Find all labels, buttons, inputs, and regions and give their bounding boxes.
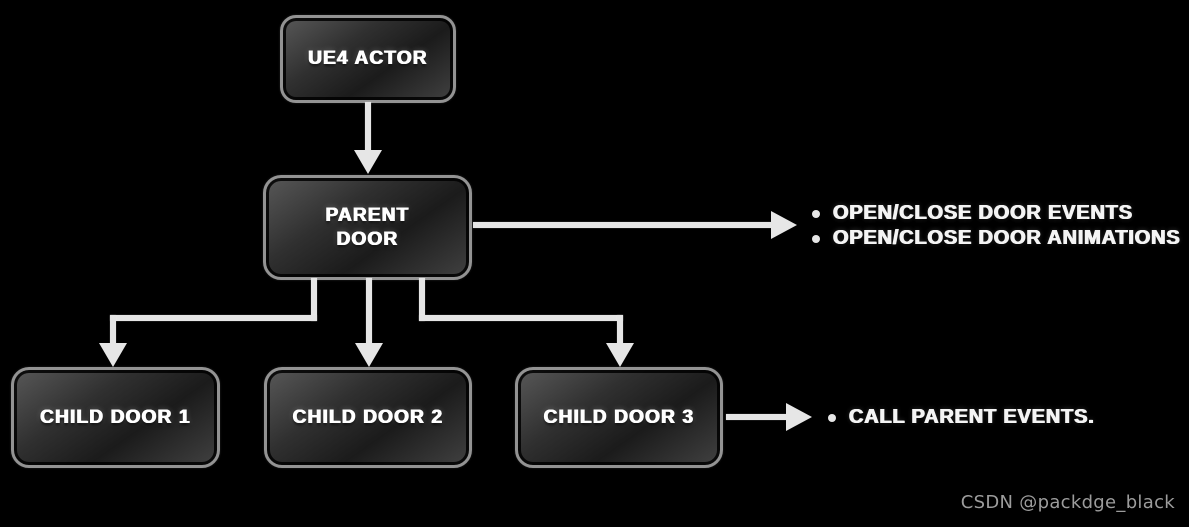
annotation-parent-door-outputs: OPEN/CLOSE DOOR EVENTS OPEN/CLOSE DOOR A…	[812, 201, 1180, 251]
connector-parent-stub-left	[311, 278, 317, 321]
arrowhead-down-icon	[606, 343, 634, 367]
connector-ue4-to-parent	[365, 102, 371, 152]
arrowhead-right-icon	[771, 211, 797, 239]
annotation-text: OPEN/CLOSE DOOR EVENTS	[833, 202, 1133, 224]
connector-parent-to-annotation	[473, 222, 773, 228]
node-child-door-2: CHILD DOOR 2	[264, 367, 472, 468]
annotation-child-door-outputs: CALL PARENT EVENTS.	[828, 405, 1095, 430]
node-ue4-actor-label: UE4 ACTOR	[308, 48, 428, 69]
annotation-text: CALL PARENT EVENTS.	[849, 406, 1095, 428]
connector-parent-stub-right	[419, 278, 425, 321]
annotation-item: OPEN/CLOSE DOOR ANIMATIONS	[812, 226, 1180, 251]
annotation-item: OPEN/CLOSE DOOR EVENTS	[812, 201, 1180, 226]
node-child-door-1-label: CHILD DOOR 1	[40, 406, 191, 428]
connector-branch-left	[110, 315, 317, 321]
bullet-dot-icon	[812, 209, 820, 218]
connector-branch-right	[419, 315, 623, 321]
bullet-dot-icon	[812, 234, 820, 243]
arrowhead-down-icon	[355, 343, 383, 367]
node-child-door-2-label: CHILD DOOR 2	[292, 406, 444, 428]
node-parent-door: PARENT DOOR	[263, 175, 472, 280]
annotation-text: OPEN/CLOSE DOOR ANIMATIONS	[833, 227, 1181, 249]
node-parent-door-label: PARENT DOOR	[325, 204, 410, 250]
bullet-dot-icon	[828, 413, 836, 422]
arrowhead-right-icon	[786, 403, 812, 431]
connector-child3-to-annotation	[726, 414, 788, 420]
connector-parent-to-child2	[366, 278, 372, 344]
arrowhead-down-icon	[354, 150, 382, 174]
node-ue4-actor: UE4 ACTOR	[280, 15, 456, 103]
arrowhead-down-icon	[99, 343, 127, 367]
node-child-door-3-label: CHILD DOOR 3	[543, 406, 695, 428]
annotation-item: CALL PARENT EVENTS.	[828, 405, 1095, 430]
node-child-door-3: CHILD DOOR 3	[515, 367, 723, 468]
connector-to-child3	[617, 315, 623, 345]
connector-to-child1	[110, 315, 116, 345]
node-child-door-1: CHILD DOOR 1	[11, 367, 220, 468]
watermark: CSDN @packdge_black	[960, 492, 1175, 513]
